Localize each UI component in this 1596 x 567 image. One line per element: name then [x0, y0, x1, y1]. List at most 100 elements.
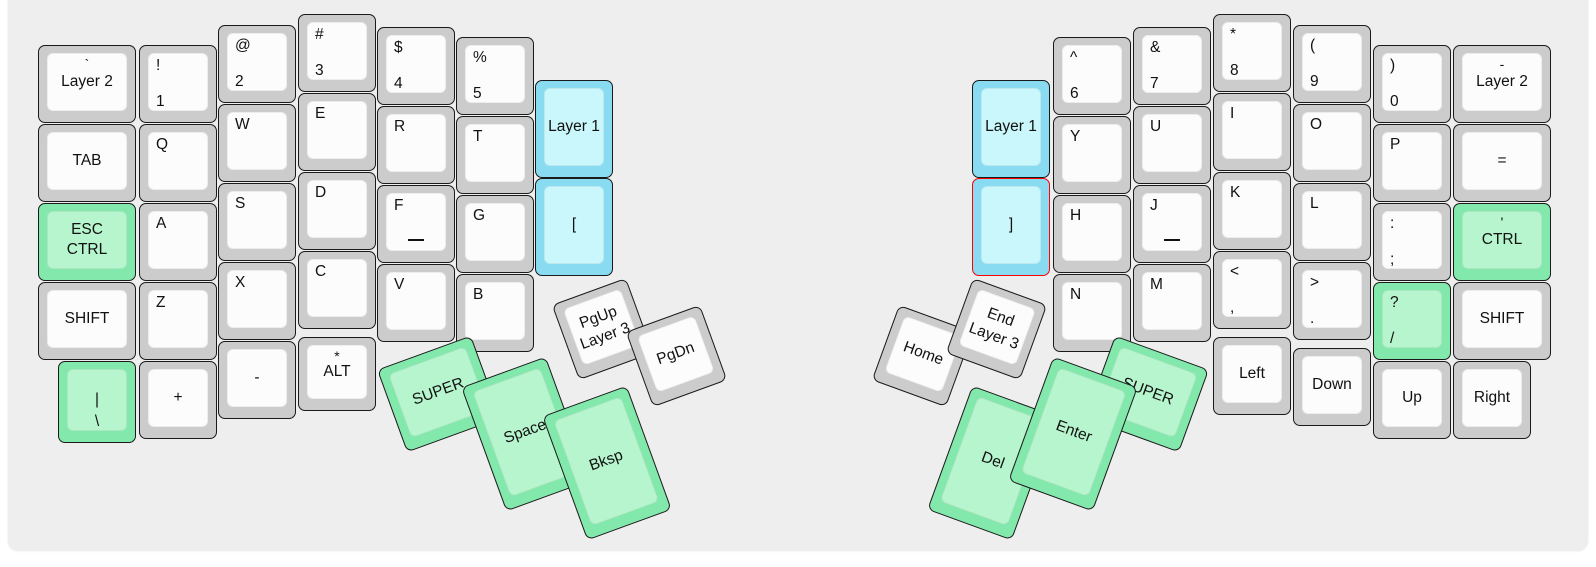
keycap-surface: Left — [1222, 345, 1282, 403]
key-left-f[interactable]: F — [377, 185, 455, 263]
key-legend-base: Q — [156, 136, 169, 153]
key-left-key[interactable]: [ — [535, 178, 613, 276]
key-left-shift[interactable]: SHIFT — [38, 282, 136, 360]
key-right-y[interactable]: Y — [1053, 116, 1131, 194]
key-legend-base: C — [315, 263, 327, 280]
key-legend-shifted: - — [1499, 56, 1505, 72]
key-left-3[interactable]: #3 — [298, 14, 376, 92]
keycap-surface: Right — [1462, 369, 1522, 427]
key-left-d[interactable]: D — [298, 172, 376, 250]
key-left-z[interactable]: Z — [139, 282, 217, 360]
key-right-key[interactable]: = — [1453, 124, 1551, 202]
key-left-1[interactable]: !1 — [139, 45, 217, 123]
key-right-layer-2[interactable]: -Layer 2 — [1453, 45, 1551, 123]
key-left-x[interactable]: X — [218, 262, 296, 340]
keycap-surface: &7 — [1142, 35, 1202, 93]
key-left-layer-2[interactable]: `Layer 2 — [38, 45, 136, 123]
key-legend-base: K — [1230, 184, 1241, 201]
keycap-surface: W — [227, 112, 287, 170]
key-left-layer-1[interactable]: Layer 1 — [535, 80, 613, 178]
key-legend-base: 5 — [473, 85, 482, 102]
key-legend-base: Right — [1473, 388, 1511, 406]
key-legend-base: Y — [1070, 128, 1081, 145]
keycap-surface: + — [148, 369, 208, 427]
key-right-k[interactable]: K — [1213, 172, 1291, 250]
key-right-left[interactable]: Left — [1213, 337, 1291, 415]
key-legend-base: / — [1390, 330, 1395, 347]
key-legend-base: I — [1230, 105, 1235, 122]
key-legend-base: ALT — [323, 362, 351, 380]
key-legend-base: Layer 2 — [1476, 72, 1528, 90]
key-right-6[interactable]: ^6 — [1053, 37, 1131, 115]
key-right-p[interactable]: P — [1373, 124, 1451, 202]
key-right-up[interactable]: Up — [1373, 361, 1451, 439]
key-left-a[interactable]: A — [139, 203, 217, 281]
key-right-l[interactable]: L — [1293, 183, 1371, 261]
key-right-ctrl[interactable]: 'CTRL — [1453, 203, 1551, 281]
key-right-j[interactable]: J — [1133, 185, 1211, 263]
keycap-surface: !1 — [148, 53, 208, 111]
keycap-surface: B — [465, 282, 525, 340]
key-left-key[interactable]: - — [218, 341, 296, 419]
key-left-key[interactable]: + — [139, 361, 217, 439]
keycap-surface: >. — [1302, 270, 1362, 328]
key-left-c[interactable]: C — [298, 251, 376, 329]
key-right-7[interactable]: &7 — [1133, 27, 1211, 105]
key-left-5[interactable]: %5 — [456, 37, 534, 115]
key-right-9[interactable]: (9 — [1293, 25, 1371, 103]
key-right-8[interactable]: *8 — [1213, 14, 1291, 92]
keycap-surface: `Layer 2 — [47, 53, 127, 111]
key-right-key[interactable]: <, — [1213, 251, 1291, 329]
key-right-shift[interactable]: SHIFT — [1453, 282, 1551, 360]
keycap-surface: (9 — [1302, 33, 1362, 91]
key-right-layer-1[interactable]: Layer 1 — [972, 80, 1050, 178]
key-left-v[interactable]: V — [377, 264, 455, 342]
key-right-i[interactable]: I — [1213, 93, 1291, 171]
key-right-key[interactable]: >. — [1293, 262, 1371, 340]
key-legend-base: End Layer 3 — [966, 304, 1022, 353]
key-legend-base: G — [473, 207, 486, 224]
key-right-key[interactable]: :; — [1373, 203, 1451, 281]
key-left-e[interactable]: E — [298, 93, 376, 171]
key-legend-base: ] — [1008, 215, 1014, 233]
key-left-2[interactable]: @2 — [218, 25, 296, 103]
key-left-tab[interactable]: TAB — [38, 124, 136, 202]
key-legend-base: Layer 1 — [548, 117, 600, 135]
key-left-4[interactable]: $4 — [377, 27, 455, 105]
keycap-surface: - — [227, 349, 287, 407]
key-left-s[interactable]: S — [218, 183, 296, 261]
keycap-surface: K — [1222, 180, 1282, 238]
key-legend-shifted: ( — [1310, 37, 1316, 54]
key-left-t[interactable]: T — [456, 116, 534, 194]
key-legend-base: P — [1390, 136, 1401, 153]
keycap-surface: 'CTRL — [1462, 211, 1542, 269]
key-legend-base: = — [1497, 151, 1507, 169]
key-right-h[interactable]: H — [1053, 195, 1131, 273]
key-right-right[interactable]: Right — [1453, 361, 1531, 439]
key-legend-base: 8 — [1230, 62, 1239, 79]
key-right-0[interactable]: )0 — [1373, 45, 1451, 123]
key-left-alt[interactable]: *ALT — [298, 337, 376, 411]
key-legend-base: Enter — [1053, 417, 1095, 446]
key-right-u[interactable]: U — [1133, 106, 1211, 184]
key-right-o[interactable]: O — [1293, 104, 1371, 182]
key-left-esc-ctrl[interactable]: ESC CTRL — [38, 203, 136, 281]
key-legend-base: A — [156, 215, 167, 232]
key-right-down[interactable]: Down — [1293, 348, 1371, 426]
keycap-surface: A — [148, 211, 208, 269]
key-right-m[interactable]: M — [1133, 264, 1211, 342]
key-legend-base: Down — [1312, 375, 1352, 393]
key-left-g[interactable]: G — [456, 195, 534, 273]
key-right-key[interactable]: ?/ — [1373, 282, 1451, 360]
keycap-surface: C — [307, 259, 367, 317]
key-left-q[interactable]: Q — [139, 124, 217, 202]
key-right-key[interactable]: ] — [972, 178, 1050, 276]
key-left-key[interactable]: | \ — [58, 361, 136, 443]
keycap-surface: = — [1462, 132, 1542, 190]
key-legend-base: SHIFT — [64, 309, 110, 327]
key-legend-base: 3 — [315, 62, 324, 79]
key-left-r[interactable]: R — [377, 106, 455, 184]
key-left-w[interactable]: W — [218, 104, 296, 182]
